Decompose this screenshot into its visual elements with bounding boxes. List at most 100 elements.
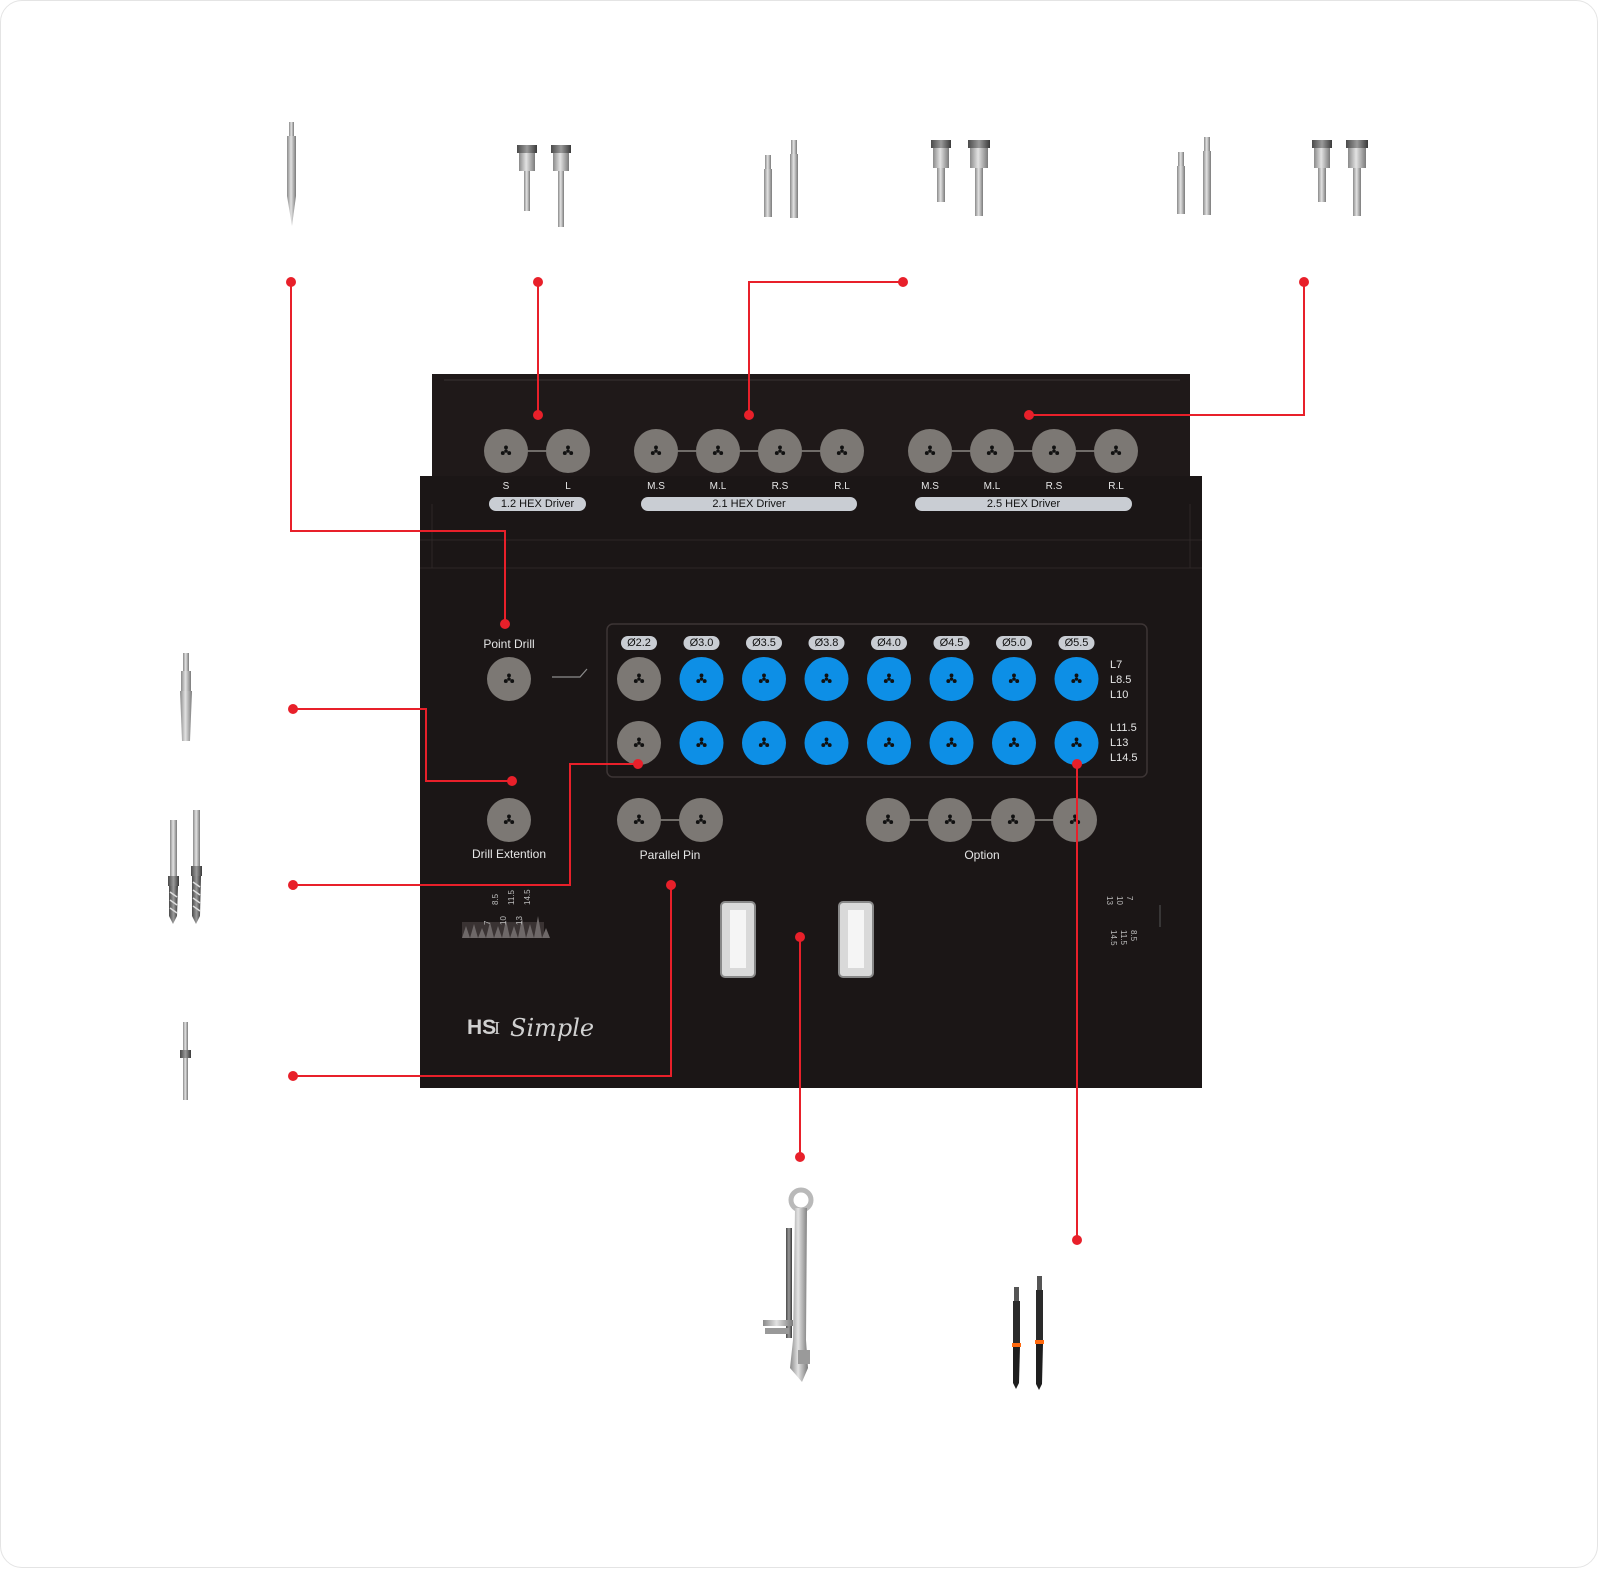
drill-socket [617,721,661,765]
drill-socket [679,721,724,765]
label: L13 [1110,737,1128,749]
socket-layer [484,429,1138,842]
label: L [565,481,571,492]
hex-driver-pill-label: 1.2 HEX Driver [501,498,575,510]
label: R.S [772,481,789,492]
hex-driver-pill: 1.2 HEX Driver [489,497,586,511]
drill-socket [742,721,786,765]
gauge-mark: 11.5 [1119,930,1128,946]
leader-lines [290,281,1305,1240]
hex-driver-2-5-long-icon [1312,140,1368,216]
hex-driver-pill-label: 2.5 HEX Driver [987,498,1061,510]
parallel-pin-icon [180,1022,191,1100]
option-socket [1053,798,1097,842]
socket-l [546,429,590,473]
drill-socket [992,721,1036,765]
label: L14.5 [1110,752,1138,764]
gauge-mark: 13 [515,916,524,925]
drill-socket [742,657,786,701]
label: Parallel Pin [640,848,701,862]
gauge-mark: 10 [499,916,508,925]
point-drill-socket [487,657,531,701]
diameter-pill: Ø4.0 [871,636,907,650]
gauge-mark: 7 [483,920,492,925]
parallel-pin-socket [617,798,661,842]
socket-r-l [820,429,864,473]
socket-s [484,429,528,473]
drill-socket [867,657,911,701]
svg-text:HS: HS [467,1016,496,1039]
hex-driver-1-2-icon [517,145,571,227]
diameter-pill: Ø3.8 [808,636,845,650]
diameter-pill: Ø4.5 [933,636,970,650]
socket-m-s [908,429,952,473]
torque-wrench-icon [763,1187,814,1382]
label: Drill Extention [472,847,546,861]
drill-grid-frame [606,623,1148,778]
leader-dots [286,277,1309,1245]
label: R.S [1046,481,1063,492]
label: M.L [984,481,1001,492]
label: M.L [710,481,727,492]
diameter-pill-label: Ø3.0 [690,637,714,649]
tray-lower-body [420,476,1202,1088]
diameter-pill: Ø5.5 [1058,636,1095,650]
gauge-mark: 8.5 [1129,930,1138,942]
label: R.L [834,481,850,492]
gauge-mark: 14.5 [1109,930,1118,946]
drill-socket [1054,721,1099,765]
gauge-mark: 7 [1125,896,1134,901]
label: L10 [1110,689,1128,701]
tray [420,374,1202,1088]
stopper-drills-icon [1012,1276,1044,1390]
gauge-mark: 14.5 [523,889,532,905]
hex-driver-2-1-short-icon [764,140,798,218]
label: Point Drill [483,637,534,651]
label: L7 [1110,659,1122,671]
diameter-pill-label: Ø3.5 [752,637,776,649]
drill-socket [929,657,974,701]
drill-socket [617,657,661,701]
label: L8.5 [1110,674,1131,686]
drill-extension-socket [487,798,531,842]
gauge-mark: 13 [1105,896,1114,905]
socket-m-l [970,429,1014,473]
gauge-mark: 11.5 [507,889,516,905]
svg-text:Simple: Simple [510,1014,594,1042]
drill-socket [1054,657,1099,701]
diameter-pill-label: Ø5.5 [1065,637,1089,649]
drill-socket [992,657,1036,701]
diameter-pill: Ø5.0 [996,636,1032,650]
diameter-pill-label: Ø5.0 [1002,637,1026,649]
drill-socket [679,657,724,701]
label: M.S [647,481,665,492]
label: Option [964,848,999,862]
diameter-pill: Ø3.5 [746,636,782,650]
brand-logo: HS I Simple [467,1014,594,1042]
hex-driver-pill: 2.1 HEX Driver [641,497,857,511]
point-drill-icon [287,122,296,226]
diameter-pill-label: Ø4.5 [940,637,964,649]
drill-socket [867,721,911,765]
hex-driver-pill-label: 2.1 HEX Driver [712,498,786,510]
diameter-pill-label: Ø2.2 [627,637,651,649]
socket-m-l [696,429,740,473]
label: S [503,481,510,492]
hex-driver-2-1-long-icon [931,140,990,216]
drill-socket [929,721,974,765]
text-layer: S L 1.2 HEX Driver M.S M.L R.S R.L 2.1 HEX Driv… [472,481,1138,862]
label: R.L [1108,481,1124,492]
option-socket [866,798,910,842]
diameter-pill-label: Ø3.8 [815,637,839,649]
drill-socket [804,657,849,701]
socket-m-s [634,429,678,473]
option-socket [991,798,1035,842]
socket-r-s [758,429,802,473]
drill-extension-icon [180,653,192,741]
parallel-pin-socket [679,798,723,842]
gauge-mark: 10 [1115,896,1124,905]
